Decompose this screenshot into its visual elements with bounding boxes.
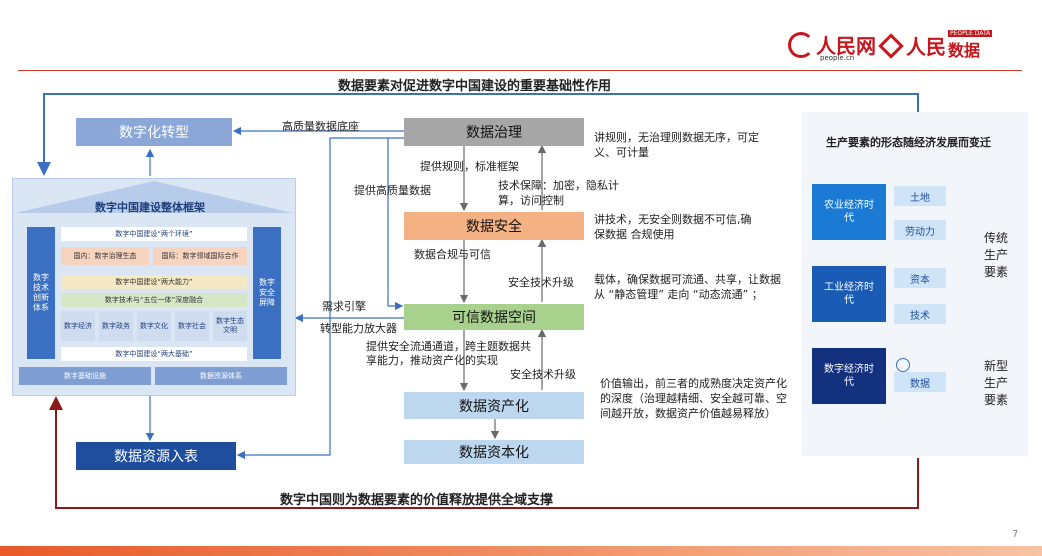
data-security-node: 数据安全 <box>404 212 584 240</box>
era-industry: 工业经济时代 <box>812 266 886 322</box>
digital-transformation-box: 数字化转型 <box>76 118 232 146</box>
footer-bar <box>0 546 1042 556</box>
framework-title: 数字中国建设整体框架 <box>95 201 205 214</box>
label-amplifier: 转型能力放大器 <box>320 322 397 335</box>
framework-left-pillar: 数字技术创新体系 <box>27 227 55 359</box>
era-digital: 数字经济时代 <box>812 348 886 404</box>
framework-roof <box>15 181 293 213</box>
header-divider <box>18 70 1022 71</box>
people-data-logo: 人民 PEOPLE DATA 数据 <box>878 30 993 61</box>
era-agriculture: 农业经济时代 <box>812 184 886 240</box>
people-data-tag-en: PEOPLE DATA <box>948 30 993 37</box>
factor-capital: 资本 <box>894 268 946 288</box>
framework-col-economy: 数字经济 <box>61 311 95 341</box>
people-data-logo-text: 人民 <box>906 35 946 59</box>
label-security-upgrade-2: 安全技术升级 <box>510 368 576 381</box>
diagram-title: 数据要素对促进数字中国建设的重要基础性作用 <box>338 79 612 94</box>
diagram-bottom-title: 数字中国则为数据要素的价值释放提供全域支撑 <box>280 493 554 508</box>
factor-labor: 劳动力 <box>894 220 946 240</box>
digital-china-framework: 数字中国建设整体框架 数字技术创新体系 数字安全屏障 数字中国建设“两个环境” … <box>12 178 296 396</box>
people-cn-logo: 人民网 people.cn <box>788 30 876 62</box>
framework-two-abilities: 数字中国建设“两大能力” <box>61 275 247 289</box>
framework-col-ecology: 数字生态文明 <box>213 311 247 341</box>
desc-assetization: 价值输出，前三者的成熟度决定资产化的深度（治理越精细、安全越可靠、空间越开放，数… <box>600 377 787 420</box>
framework-two-foundations: 数字中国建设“两大基础” <box>61 347 247 361</box>
framework-right-pillar: 数字安全屏障 <box>253 227 281 359</box>
factor-data: 数据 <box>894 372 946 392</box>
desc-trusted-space: 载体，确保数据可流通、共享，让数据从 “静态管理” 走向 “动态流通” ； <box>594 273 781 301</box>
framework-domestic: 国内：数字治理生态 <box>61 247 149 265</box>
desc-security: 讲技术，无安全则数据不可信,确保数据 合规使用 <box>594 213 752 241</box>
framework-col-culture: 数字文化 <box>137 311 171 341</box>
data-resource-booking-box: 数据资源入表 <box>76 442 236 470</box>
framework-resource-system: 数据资源体系 <box>155 367 287 385</box>
data-assetization-node: 数据资产化 <box>404 392 584 419</box>
framework-col-government: 数字政务 <box>99 311 133 341</box>
new-factors-label: 新型生产要素 <box>983 359 1008 407</box>
trusted-data-space-node: 可信数据空间 <box>404 304 584 330</box>
people-logo-subtext: people.cn <box>820 54 855 62</box>
people-logo-text: 人民网 <box>816 34 876 58</box>
page-number: 7 <box>1012 529 1019 540</box>
lightbulb-icon <box>896 358 910 372</box>
label-compliance: 数据合规与可信 <box>414 248 491 261</box>
framework-col-society: 数字社会 <box>175 311 209 341</box>
traditional-factors-label: 传统生产要素 <box>983 231 1008 279</box>
factor-panel-title: 生产要素的形态随经济发展而变迁 <box>826 136 991 149</box>
label-security-upgrade-1: 安全技术升级 <box>508 276 574 289</box>
label-tech-guarantee: 技术保障：加密，隐私计算，访问控制 <box>498 179 619 207</box>
people-data-tag-zh: 数据 <box>948 41 981 60</box>
label-secure-channel: 提供安全流通通道，跨主题数据共享能力，推动资产化的实现 <box>366 340 531 367</box>
data-capitalization-node: 数据资本化 <box>404 440 584 464</box>
label-demand-engine: 需求引擎 <box>322 300 366 313</box>
framework-two-environments: 数字中国建设“两个环境” <box>61 227 247 241</box>
desc-governance: 讲规则，无治理则数据无序，可定义、可计量 <box>594 131 759 159</box>
label-rules: 提供规则，标准框架 <box>420 160 519 173</box>
framework-international: 国际：数字领域国际合作 <box>153 247 247 265</box>
framework-infrastructure: 数字基础设施 <box>19 367 151 385</box>
data-governance-node: 数据治理 <box>404 118 584 146</box>
label-hq-data: 提供高质量数据 <box>354 184 431 197</box>
factor-land: 土地 <box>894 186 946 206</box>
factor-technology: 技术 <box>894 304 946 324</box>
people-logo-icon <box>788 31 814 58</box>
framework-five-in-one: 数字技术与“五位一体”深度融合 <box>61 293 247 307</box>
people-data-logo-tag: PEOPLE DATA 数据 <box>948 30 993 61</box>
label-hq-data-base: 高质量数据底座 <box>282 120 359 133</box>
